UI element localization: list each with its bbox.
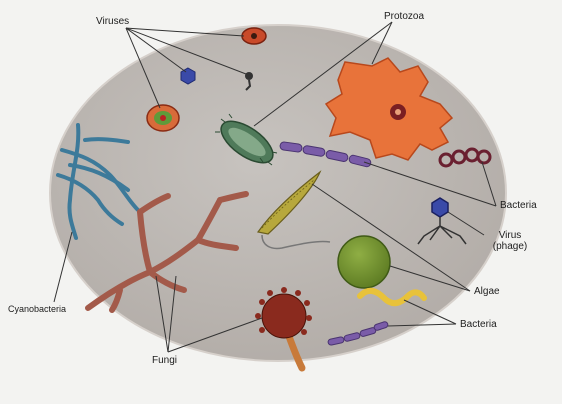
label-bacteria-top: Bacteria [500,200,537,211]
label-virus-phage: Virus (phage) [487,230,533,252]
label-fungi: Fungi [152,355,177,366]
label-virus-phage-line1: Virus [487,230,533,241]
label-protozoa: Protozoa [384,11,424,22]
label-viruses: Viruses [96,16,129,27]
virus-ring [147,105,179,131]
label-bacteria-bottom: Bacteria [460,319,497,330]
algae-sphere [338,236,390,288]
virus-top [242,28,266,44]
label-virus-phage-line2: (phage) [487,241,533,252]
label-cyanobacteria: Cyanobacteria [8,304,66,315]
label-algae: Algae [474,286,500,297]
